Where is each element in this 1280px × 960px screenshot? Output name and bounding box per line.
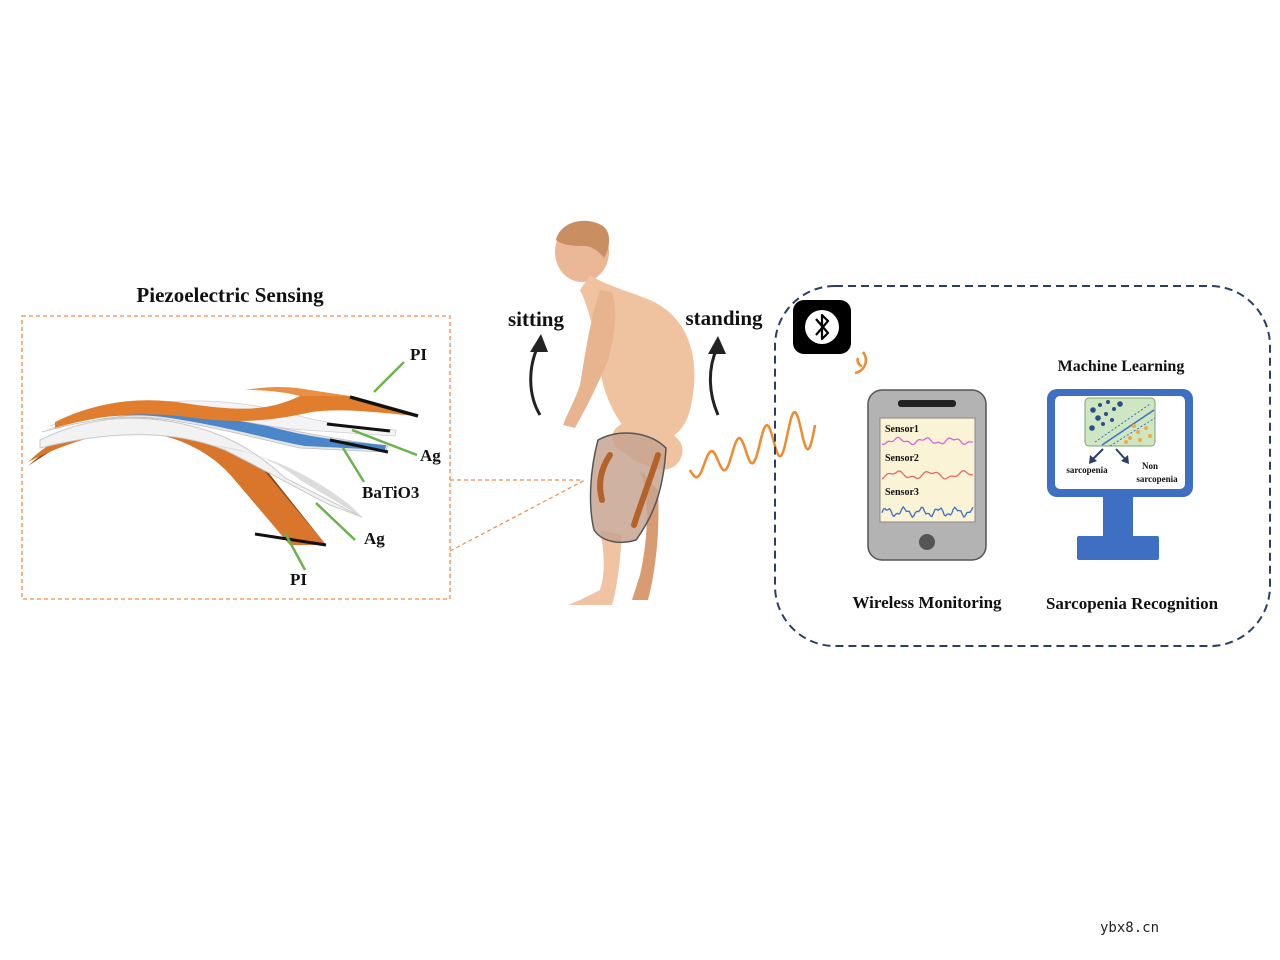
sensor2-trace (881, 470, 974, 480)
pi-bottom-layer (28, 418, 326, 545)
sensing-title: Piezoelectric Sensing (136, 283, 324, 307)
sarcopenia-point (1101, 422, 1105, 426)
wireless-monitoring-label: Wireless Monitoring (852, 593, 1002, 612)
leader-batio3 (341, 447, 366, 483)
person-arm (563, 290, 616, 428)
arrow-sarcopenia-head (1089, 455, 1097, 464)
machine-learning-title: Machine Learning (1058, 358, 1185, 375)
pi-top-edge (245, 387, 350, 396)
arrow-non-sarcopenia-head (1121, 455, 1129, 464)
sarcopenia-point (1104, 412, 1108, 416)
sarcopenia-point (1090, 407, 1096, 413)
class-non-line2: sarcopenia (1136, 474, 1178, 484)
phone-screen (879, 417, 976, 523)
sarcopenia-point (1106, 400, 1110, 404)
leader-ag-bottom (315, 502, 356, 541)
watermark: ybx8.cn (1100, 920, 1160, 936)
wireless-arc-large (854, 351, 868, 375)
sarcopenia-points (1089, 400, 1123, 431)
leader-pi-top (373, 361, 405, 393)
wireless-arc-small (856, 357, 863, 368)
bluetooth-glyph (815, 313, 830, 341)
label-standing: standing (685, 306, 763, 330)
non-sarcopenia-point (1132, 424, 1136, 428)
sitting-arrow-head (530, 334, 548, 352)
sensor1-trace (881, 436, 973, 446)
non-sarcopenia-point (1124, 440, 1128, 444)
non-sarcopenia-point (1136, 430, 1140, 434)
ag-bottom-layer (39, 417, 363, 518)
sensor3-label: Sensor3 (885, 487, 919, 498)
sensor1-label: Sensor1 (885, 424, 919, 435)
ag-top-layer (45, 412, 386, 450)
electrode-ag-mid (329, 438, 389, 454)
layer-stack (28, 387, 419, 547)
leader-pi-bottom (283, 532, 307, 571)
phone-home-button (919, 534, 935, 550)
decision-boundary (1101, 409, 1155, 446)
electrode-pi-bottom (254, 532, 327, 547)
decision-margin-2 (1109, 417, 1156, 447)
non-sarcopenia-points (1124, 424, 1152, 444)
sensor3-trace (881, 505, 974, 519)
signal-wave (688, 411, 817, 479)
label-pi-bottom: PI (290, 570, 307, 589)
class-non-line1: Non (1142, 461, 1158, 471)
non-sarcopenia-point (1148, 434, 1152, 438)
system-frame (774, 285, 1271, 647)
sarcopenia-point (1098, 403, 1102, 407)
label-ag-bottom: Ag (364, 529, 385, 548)
monitor-base (1077, 536, 1159, 560)
arrow-sarcopenia (1091, 448, 1104, 461)
knee-sensor-left (597, 452, 613, 503)
monitor-stand (1103, 497, 1133, 537)
class-sarcopenia: sarcopenia (1066, 465, 1108, 475)
sarcopenia-point (1112, 407, 1116, 411)
sarcopenia-recognition-label: Sarcopenia Recognition (1046, 594, 1219, 613)
ml-monitor: sarcopenia Non sarcopenia (1047, 389, 1193, 560)
person-hair (556, 220, 610, 258)
sarcopenia-point (1117, 401, 1123, 407)
classifier-plot (1084, 397, 1156, 447)
decision-margin-1 (1094, 403, 1151, 443)
knee-sensor-right (631, 452, 661, 528)
pi-top-layer (55, 396, 415, 428)
electrode-pi-top (349, 395, 419, 418)
non-sarcopenia-point (1128, 436, 1132, 440)
sensing-frame (21, 315, 451, 600)
zoom-line-bottom (449, 479, 586, 552)
label-pi-top: PI (410, 345, 427, 364)
standing-arrow-curve (708, 347, 720, 416)
sensor2-label: Sensor2 (885, 453, 919, 464)
phone-device: Sensor1 Sensor2 Sensor3 (867, 389, 987, 561)
sarcopenia-point (1089, 425, 1095, 431)
non-sarcopenia-point (1138, 438, 1142, 442)
sarcopenia-point (1110, 418, 1114, 422)
label-ag-top: Ag (420, 446, 441, 465)
electrode-ag-top (326, 422, 391, 433)
non-sarcopenia-point (1144, 426, 1148, 430)
label-batio3: BaTiO3 (362, 483, 419, 502)
sitting-arrow-curve (529, 345, 542, 416)
sarcopenia-point (1095, 415, 1101, 421)
person-shin (568, 530, 622, 605)
person-figure (555, 220, 695, 605)
phone-speaker (898, 400, 956, 407)
leader-ag-top (351, 428, 418, 457)
label-sitting: sitting (508, 307, 565, 331)
standing-arrow-head (708, 336, 726, 354)
